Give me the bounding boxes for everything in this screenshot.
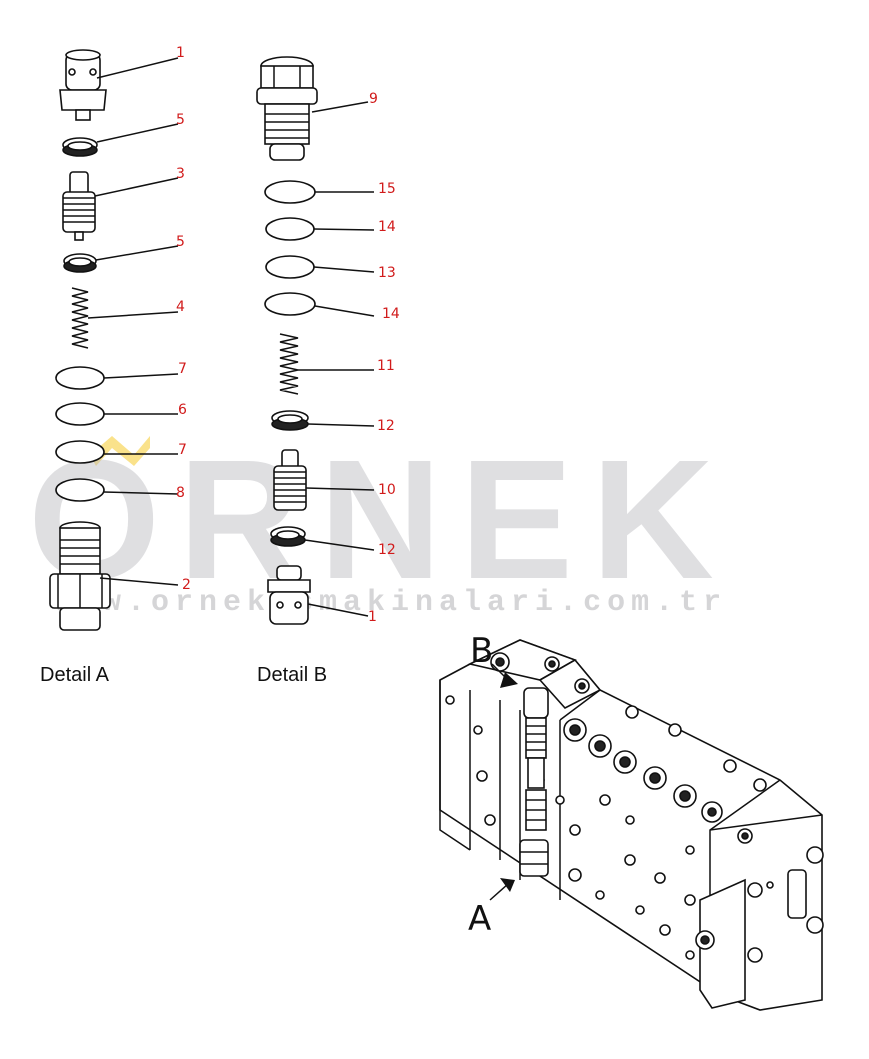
part-plug-icon — [49, 521, 111, 631]
view-a-arrow-icon — [489, 878, 515, 901]
part-spring-icon — [71, 287, 89, 349]
callout-label: 3 — [176, 166, 185, 182]
watermark-brand: ORNEK — [28, 425, 732, 615]
view-b-arrow-icon — [491, 663, 518, 688]
part-oring-icon — [55, 402, 105, 426]
callout-label: 9 — [369, 91, 378, 107]
callout-label: 7 — [178, 442, 187, 458]
part-ring-icon — [271, 410, 309, 431]
part-oring-icon — [265, 255, 315, 279]
callout-label: 5 — [176, 234, 185, 250]
part-spool-icon — [62, 171, 96, 241]
detail-b-label: Detail B — [257, 664, 327, 686]
part-ring-icon — [63, 253, 97, 273]
part-oring-icon — [55, 366, 105, 390]
valve-end-block — [695, 846, 824, 1009]
callout-label: 2 — [182, 577, 191, 593]
part-spring-icon — [279, 333, 299, 395]
callout-label: 4 — [176, 299, 185, 315]
callouts-detail-b: 9 15 14 13 14 11 12 10 12 1 — [298, 91, 400, 625]
callout-label: 14 — [382, 306, 400, 322]
part-oring-icon — [264, 292, 316, 316]
view-b-label: B — [470, 631, 493, 671]
part-plug-icon — [256, 56, 318, 161]
valve-side-holes — [445, 695, 696, 960]
callout-label: 1 — [368, 609, 377, 625]
watermark-url: www.ornekismakinalari.com.tr — [55, 586, 727, 620]
watermark: ORNEK www.ornekismakinalari.com.tr — [28, 425, 732, 620]
part-spool-icon — [273, 449, 307, 511]
part-oring-icon — [55, 478, 105, 502]
valve-assembly: B A — [439, 631, 824, 1011]
callout-label: 11 — [377, 358, 395, 374]
callout-label: 12 — [377, 418, 395, 434]
callout-label: 8 — [176, 485, 185, 501]
part-ring-icon — [270, 526, 306, 547]
callout-label: 6 — [178, 402, 187, 418]
part-oring-icon — [55, 440, 105, 464]
valve-spool-stack — [519, 687, 549, 877]
view-a-label: A — [468, 899, 491, 939]
part-oring-icon — [264, 180, 316, 204]
callout-label: 5 — [176, 112, 185, 128]
part-ring-icon — [62, 137, 98, 157]
valve-ports — [490, 652, 767, 844]
callout-label: 12 — [378, 542, 396, 558]
callout-label: 15 — [378, 181, 396, 197]
callout-label: 1 — [176, 45, 185, 61]
callout-label: 13 — [378, 265, 396, 281]
callouts-detail-a: 1 5 3 5 4 7 6 7 8 2 — [87, 45, 191, 593]
detail-a-label: Detail A — [40, 664, 110, 686]
callout-label: 10 — [378, 482, 396, 498]
part-cap-icon — [267, 565, 311, 625]
callout-label: 14 — [378, 219, 396, 235]
part-cap-icon — [59, 49, 107, 121]
detail-a-parts — [49, 49, 111, 631]
part-oring-icon — [265, 217, 315, 241]
watermark-chevron-icon — [90, 436, 150, 466]
callout-label: 7 — [178, 361, 187, 377]
